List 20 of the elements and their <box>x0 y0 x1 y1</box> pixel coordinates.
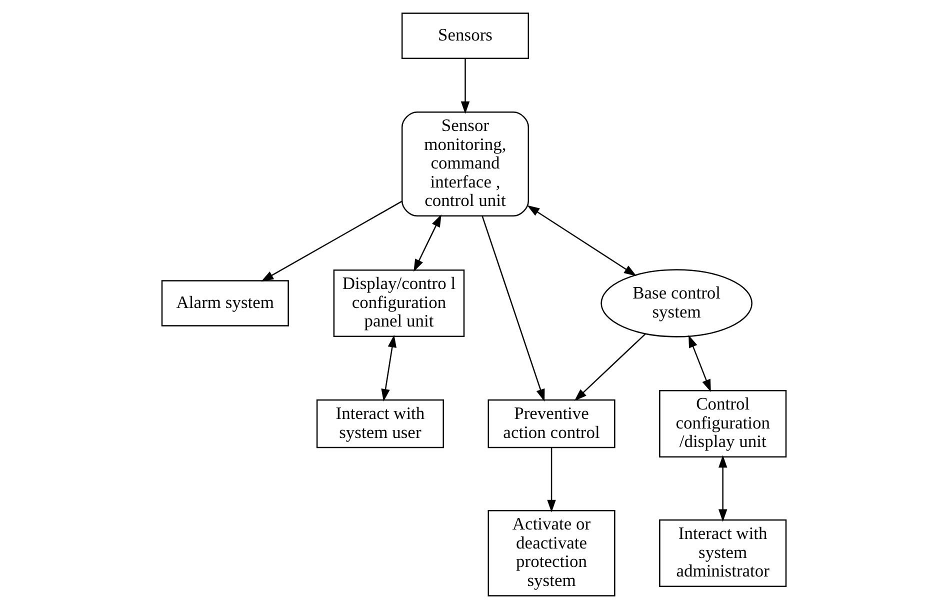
arrow <box>482 216 545 402</box>
arrow <box>547 448 556 512</box>
arrow <box>381 334 396 402</box>
node-ellipse: Base control system <box>600 269 752 338</box>
node-box: Interact with system user <box>316 399 444 448</box>
arrow <box>574 334 646 401</box>
arrow <box>688 335 711 392</box>
node-box: Activate or deactivate protection system <box>488 510 616 596</box>
node-box: Sensors <box>401 12 530 59</box>
arrow <box>527 205 637 276</box>
arrow <box>414 214 442 272</box>
node-box: Sensor monitoring, command interface , control unit <box>401 111 530 216</box>
arrow <box>460 58 470 114</box>
node-box: Interact with system administrator <box>659 519 787 587</box>
node-box: Alarm system <box>161 280 289 326</box>
node-box: Display/contro l configuration panel unit <box>333 269 465 338</box>
node-box: Preventive action control <box>488 399 616 448</box>
arrow <box>718 455 728 522</box>
node-box: Control configuration /display unit <box>659 390 787 458</box>
arrow <box>261 200 402 282</box>
